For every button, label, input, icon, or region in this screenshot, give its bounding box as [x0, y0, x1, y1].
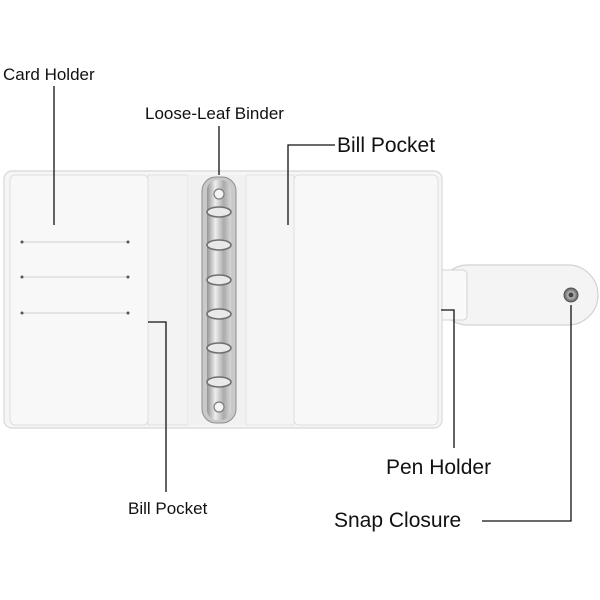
bill-pocket-right-label: Bill Pocket — [337, 134, 436, 157]
bill-pocket-bottom-label: Bill Pocket — [128, 499, 208, 518]
slot-dot — [126, 240, 130, 244]
left-bill-pocket — [147, 174, 189, 426]
ring — [206, 274, 232, 286]
pen-holder-label: Pen Holder — [386, 456, 492, 479]
ring — [206, 342, 232, 354]
right-panel — [245, 174, 295, 426]
snap-closure-leader — [482, 305, 572, 522]
ring — [206, 206, 232, 218]
snap-closure-label: Snap Closure — [334, 509, 462, 532]
bill-pocket-right-leader — [287, 144, 335, 225]
card-holder-label: Card Holder — [3, 65, 95, 84]
ring — [206, 308, 232, 320]
rivet-top — [213, 188, 225, 200]
loose-leaf-binder-label: Loose-Leaf Binder — [145, 104, 284, 123]
loose-leaf-binder-rings — [201, 176, 237, 424]
slot-dot — [126, 275, 130, 279]
ring — [206, 376, 232, 388]
pen-holder-leader — [441, 309, 455, 448]
slot-dot — [20, 311, 24, 315]
slot-dot — [20, 240, 24, 244]
bill-pocket-bottom-leader — [148, 321, 167, 492]
card-holder-panel — [9, 174, 149, 426]
rivet-bottom — [213, 401, 225, 413]
slot-dot — [126, 311, 130, 315]
right-bill-pocket — [293, 174, 439, 426]
slot-dot — [20, 275, 24, 279]
ring — [206, 239, 232, 251]
